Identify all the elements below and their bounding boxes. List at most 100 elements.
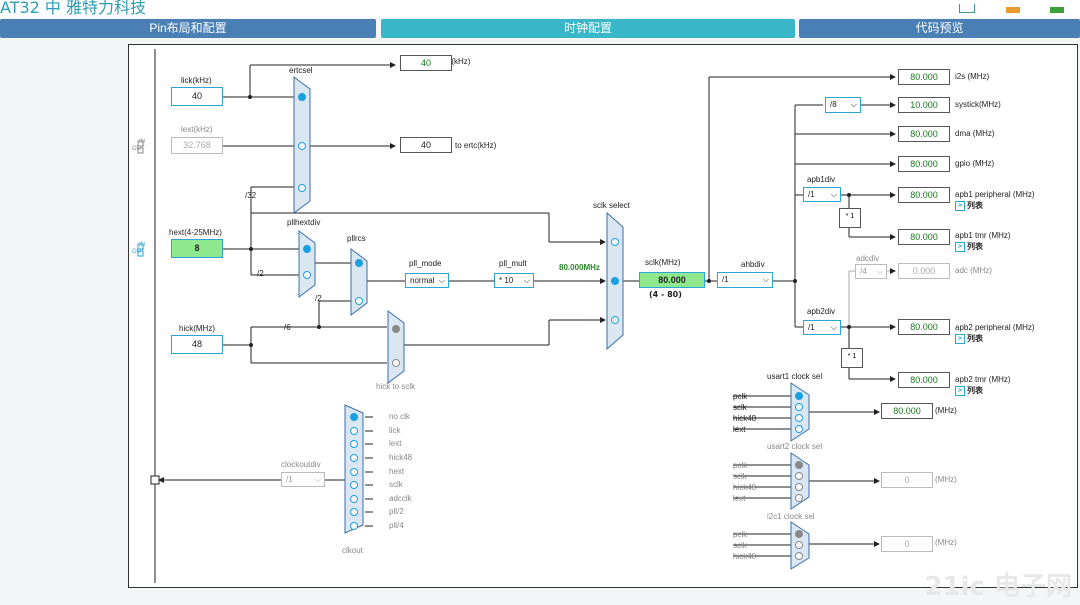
sclk-select-label: sclk select <box>593 201 631 210</box>
clkout-label: clkout <box>342 546 364 555</box>
apb1-periph-label: apb1 peripheral (MHz) <box>955 190 1035 199</box>
usart1-in-0: pclk <box>733 392 748 401</box>
lick-label: lick(kHz) <box>181 76 212 85</box>
chevron-down-icon: ⌵ <box>438 276 445 285</box>
device-icon[interactable] <box>959 4 976 13</box>
apb2-periph-list-label: 列表 <box>967 334 983 343</box>
chevron-down-icon: ⌵ <box>523 276 530 285</box>
chevron-down-icon: ⌵ <box>850 100 857 109</box>
pll-mult-label: pll_mult <box>499 259 527 268</box>
hick-to-sclk-mux <box>387 310 405 384</box>
save-icon[interactable] <box>1005 7 1020 13</box>
lext-out-label: OUT <box>132 146 145 152</box>
apb1div-select[interactable]: /1⌵ <box>803 187 841 202</box>
clockoutdiv-select[interactable]: /1 ⌵ <box>281 472 325 487</box>
clkout-in-2: lext <box>389 439 402 448</box>
app-logo: AT32 中 雅特力科技 <box>0 0 147 17</box>
hext-label: hext(4-25MHz) <box>169 228 222 237</box>
hick-label: hick(MHz) <box>179 324 215 333</box>
hext-input[interactable]: 8 <box>171 239 223 258</box>
ertc-div-label: /32 <box>245 191 257 200</box>
ertc-output: 40 <box>400 137 452 153</box>
usart2-in-1: sclk <box>733 472 748 481</box>
usart2-mux <box>790 452 810 510</box>
usart1-output: 80.000 <box>881 403 933 419</box>
apb2div-select[interactable]: /1 ⌵ <box>803 320 841 335</box>
watermark: 21ic 电子网 <box>924 572 1072 602</box>
chevron-down-icon: ⌵ <box>876 267 883 276</box>
chevron-right-icon: > <box>955 241 965 252</box>
pll-mult-select[interactable]: * 10⌵ <box>494 273 534 288</box>
adcdiv-value: /4 <box>860 267 867 276</box>
pllrcs-label: pllrcs <box>347 234 366 243</box>
apb2-tmr-label: apb2 tmr (MHz) <box>955 375 1011 384</box>
apb1-tmr-list-label: 列表 <box>967 242 983 251</box>
pll-out-freq: 80.000MHz <box>559 263 600 272</box>
usart1-label: usart1 clock sel <box>767 372 822 381</box>
i2c1-unit: (MHz) <box>935 538 957 547</box>
apb2div-value: /1 <box>808 323 815 332</box>
apb1div-label: apb1div <box>807 175 835 184</box>
i2c1-in-1: sclk <box>733 541 748 550</box>
pll-mode-value: normal <box>410 276 435 285</box>
clkout-in-1: lick <box>389 426 402 435</box>
apb2-tmr-mult: * 1 <box>841 348 863 368</box>
clock-tree-panel: lick(kHz) lext(kHz) hext(4-25MHz) hick(M… <box>128 44 1078 588</box>
tab-bar: Pin布局和配置 时钟配置 代码预览 <box>0 19 1080 39</box>
usart2-label: usart2 clock sel <box>767 442 822 451</box>
ahbdiv-select[interactable]: /1⌵ <box>717 272 773 288</box>
apb1-periph-list-button[interactable]: >列表 <box>955 200 983 211</box>
clockoutdiv-value: /1 <box>286 475 293 484</box>
dma-label: dma (MHz) <box>955 129 995 138</box>
tab-pin-config[interactable]: Pin布局和配置 <box>0 19 376 38</box>
apb2-periph-label: apb2 peripheral (MHz) <box>955 323 1035 332</box>
apb2-periph-list-button[interactable]: >列表 <box>955 333 983 344</box>
i2s-label: i2s (MHz) <box>955 72 990 81</box>
gpio-label: gpio (MHz) <box>955 159 994 168</box>
tab-code-preview[interactable]: 代码预览 <box>799 19 1080 38</box>
hick-input[interactable]: 48 <box>171 335 223 354</box>
apb2-tmr-list-button[interactable]: >列表 <box>955 385 983 396</box>
clkout-in-6: adcclk <box>389 494 413 503</box>
usart1-unit: (MHz) <box>935 406 957 415</box>
usart1-in-2: hick48 <box>733 414 757 423</box>
pll-mode-select[interactable]: normal⌵ <box>405 273 449 288</box>
apb1-tmr-list-button[interactable]: >列表 <box>955 241 983 252</box>
help-icon[interactable] <box>1050 7 1064 13</box>
lick-input[interactable]: 40 <box>171 87 223 106</box>
usart1-in-1: sclk <box>733 403 748 412</box>
lext-in-label: IN <box>139 139 145 145</box>
chevron-right-icon: > <box>955 385 965 396</box>
lext-input[interactable]: 32.768 <box>171 137 223 154</box>
systick-div-select[interactable]: /8⌵ <box>825 97 861 113</box>
ertcsel-label: ertcsel <box>289 66 313 75</box>
ahbdiv-label: ahbdiv <box>741 260 765 269</box>
hick-div2-label: /2 <box>315 294 322 303</box>
pll-mode-label: pll_mode <box>409 259 442 268</box>
apb1div-value: /1 <box>808 190 815 199</box>
sclk-output: 80.000 <box>639 272 705 288</box>
chevron-right-icon: > <box>955 200 965 211</box>
systick-label: systick(MHz) <box>955 100 1001 109</box>
top-bar: AT32 中 雅特力科技 <box>0 0 1080 18</box>
gpio-output: 80.000 <box>898 156 950 172</box>
apb1-periph-list-label: 列表 <box>967 201 983 210</box>
usart2-in-2: hick48 <box>733 483 757 492</box>
chevron-right-icon: > <box>955 333 965 344</box>
hext-in-label: IN <box>139 242 145 248</box>
clkout-in-4: hext <box>389 467 405 476</box>
chevron-down-icon: ⌵ <box>314 475 321 484</box>
lext-label: lext(kHz) <box>181 125 213 134</box>
apb2-tmr-list-label: 列表 <box>967 386 983 395</box>
sclk-label: sclk(MHz) <box>645 258 681 267</box>
ertc-out-label: to ertc(kHz) <box>455 141 497 150</box>
hick-div6-label: /6 <box>284 323 291 332</box>
hext-out-label: OUT <box>132 249 145 255</box>
tab-clock-config[interactable]: 时钟配置 <box>381 19 795 38</box>
apb2-periph-output: 80.000 <box>898 319 950 335</box>
adcdiv-select[interactable]: /4 ⌵ <box>855 264 887 279</box>
clkout-in-8: pll/4 <box>389 521 404 530</box>
apb2div-label: apb2div <box>807 307 835 316</box>
usart2-in-0: pclk <box>733 461 748 470</box>
chevron-down-icon: ⌵ <box>830 323 837 332</box>
